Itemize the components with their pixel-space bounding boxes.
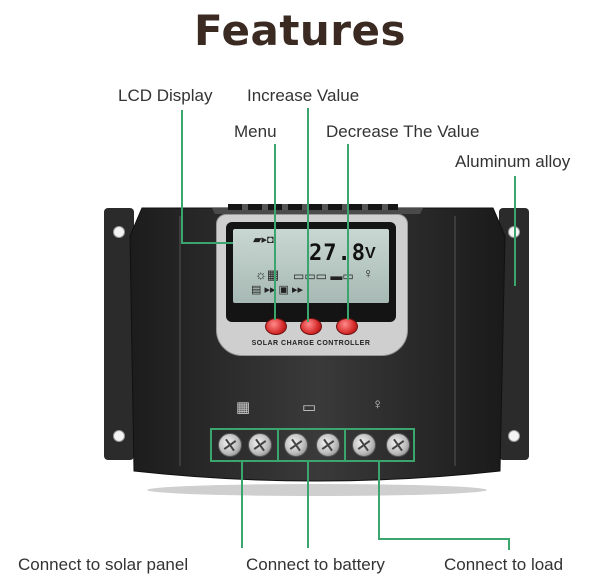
lcd-solar-icon: ▰▸◘ [253,234,274,246]
callout-line-increase [307,108,309,322]
decrease-button[interactable] [336,318,358,335]
lcd-unit: V [365,245,376,262]
decrease-symbol: ▼ [340,302,351,314]
label-menu: Menu [234,122,277,141]
lcd-reading: 27.8 [309,241,366,266]
mounting-hole [113,430,125,442]
terminal-screw[interactable] [248,433,272,457]
callout-line-solar [241,462,243,548]
menu-button[interactable] [265,318,287,335]
increase-button[interactable] [300,318,322,335]
label-decrease-value: Decrease The Value [326,122,480,141]
callout-line-load [378,538,510,540]
terminal-screw[interactable] [218,433,242,457]
label-lcd-display: LCD Display [118,86,213,105]
lcd-status-row: ▤ ▸▸ ▣ ▸▸ [251,284,304,296]
label-aluminum-alloy: Aluminum alloy [455,152,571,171]
mounting-hole [508,430,520,442]
label-connect-load: Connect to load [444,555,564,574]
menu-symbol: ◘ [270,302,277,314]
callout-line-load [508,538,510,550]
mounting-hole [113,226,125,238]
load-terminal-box [344,428,415,462]
bulb-icon: ♀ [372,396,384,413]
callout-line-lcd [181,242,233,244]
top-vents [228,204,398,210]
label-connect-solar: Connect to solar panel [18,555,189,574]
terminal-screw[interactable] [352,433,376,457]
lcd-screen: ▰▸◘ 27.8 V ☼▦ ▭▭▭ ▬▭ ♀ ▤ ▸▸ ▣ ▸▸ [233,229,389,303]
panel-text: SOLAR CHARGE CONTROLLER [251,340,371,347]
lcd-bulb-icon: ♀ [363,265,374,281]
callout-line-lcd [181,110,183,244]
page-title: Features [194,6,406,55]
label-increase-value: Increase Value [247,86,360,105]
label-connect-battery: Connect to battery [246,555,385,574]
increase-symbol: ▲ [304,302,315,314]
callout-line-battery [307,462,309,548]
solar-panel-icon: ▦ [236,399,251,416]
battery-icon: ▭ [302,399,317,416]
lcd-flow-icon: ▭▭▭ ▬▭ [293,269,354,283]
left-mounting-bracket [104,208,134,460]
callout-line-load [378,462,380,540]
lcd-sun-icon: ☼▦ [255,267,280,282]
callout-line-aluminum [514,176,516,286]
terminal-screw[interactable] [386,433,410,457]
callout-line-decrease [347,144,349,320]
terminal-screw[interactable] [316,433,340,457]
callout-line-menu [274,144,276,320]
terminal-screw[interactable] [284,433,308,457]
